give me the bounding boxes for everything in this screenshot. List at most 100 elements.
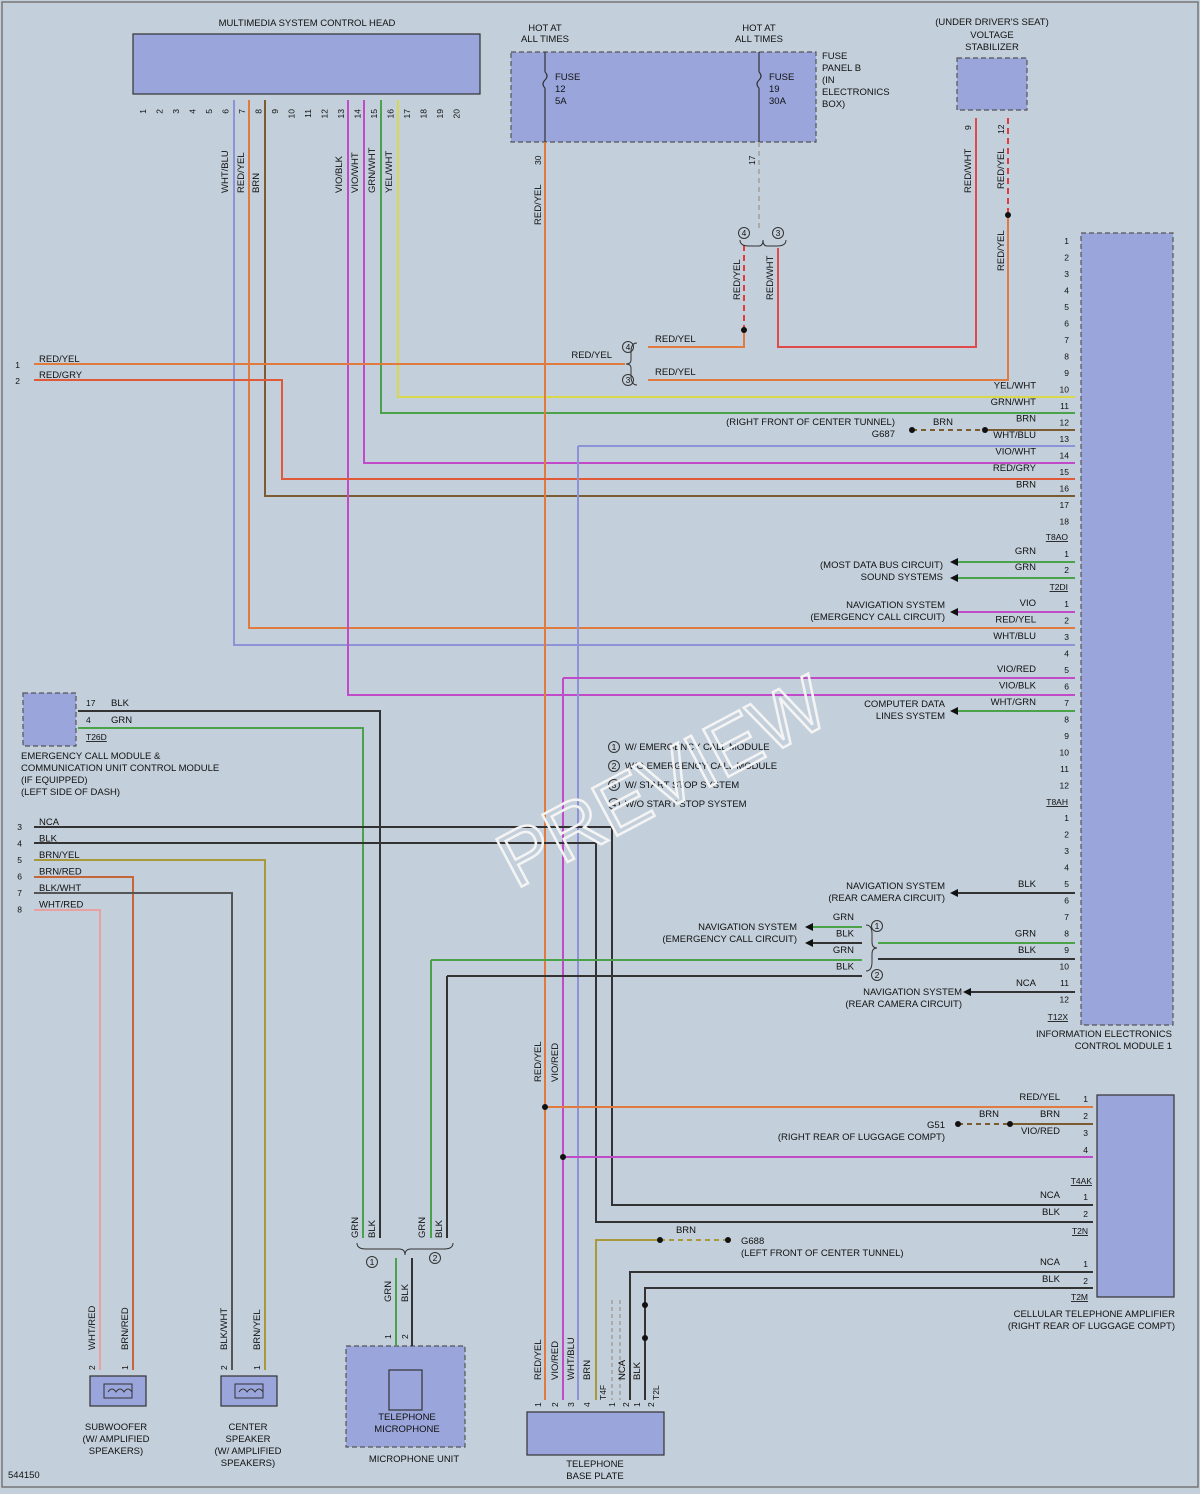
subwoofer-title-1: SUBWOOFER	[85, 1422, 147, 1433]
t8ah-pin-12: 12	[1060, 781, 1070, 791]
legend-text-2: W/O EMERGENCY CALL MODULE	[625, 761, 777, 772]
head-pin-5: 5	[204, 109, 214, 114]
wire-yel-wht	[397, 100, 1075, 398]
amp-t4ak-pin-3: 3	[1083, 1128, 1088, 1138]
stab-wire-12: RED/YEL	[996, 148, 1007, 189]
microphone-unit: TELEPHONE MICROPHONE MICROPHONE UNIT	[345, 1345, 466, 1465]
head-pin-18: 18	[419, 109, 429, 119]
iecm-pin-2: 2	[1064, 253, 1069, 263]
splice-label-mid: RED/YEL	[571, 350, 612, 361]
head-pin-3: 3	[171, 109, 181, 114]
fuse12-label: FUSE	[555, 72, 580, 83]
iecm-pin-5: 5	[1064, 302, 1069, 312]
fuse-panel-label-2: (IN	[822, 75, 835, 86]
callout-splice-4	[622, 341, 634, 353]
ecall-title-1: EMERGENCY CALL MODULE &	[21, 751, 161, 762]
head-pin-8: 8	[254, 109, 264, 114]
wire-vio-blk	[347, 100, 1075, 696]
control-head: MULTIMEDIA SYSTEM CONTROL HEAD	[132, 18, 481, 95]
legend-num-4	[608, 798, 620, 810]
t12x-nav-rear2-2: (REAR CAMERA CIRCUIT)	[845, 999, 962, 1010]
head-wire-9: BRN	[251, 173, 262, 193]
ecall-title-4: (LEFT SIDE OF DASH)	[21, 787, 120, 798]
fuse12-num: 12	[555, 84, 566, 95]
t8ah-nav-1: NAVIGATION SYSTEM	[846, 600, 945, 611]
base-pin-2: 3	[566, 1402, 576, 1407]
amp-t4ak-wire-3: VIO/RED	[1021, 1126, 1060, 1137]
subwoofer: SUBWOOFER (W/ AMPLIFIED SPEAKERS)	[82, 1375, 150, 1457]
head-pin-20: 20	[452, 109, 462, 119]
cell-amplifier: CELLULAR TELEPHONE AMPLIFIER (RIGHT REAR…	[1008, 1094, 1175, 1332]
fuse-wire-left: RED/YEL	[732, 259, 743, 300]
fuse-panel-label-4: BOX)	[822, 99, 845, 110]
callout-mic-2-num: 2	[433, 1253, 438, 1263]
callout-mic-1-num: 1	[370, 1257, 375, 1267]
callout-fuse-3	[772, 227, 784, 239]
head-pin-4: 4	[188, 109, 198, 114]
callout-fuse-4-num: 4	[742, 228, 747, 238]
head-pin-6: 6	[221, 109, 231, 114]
legend-num-3	[608, 779, 620, 791]
wire-brn-base	[595, 1239, 660, 1400]
t8ah-cdl-2: LINES SYSTEM	[876, 711, 945, 722]
vlabel-mic-l2: GRN	[417, 1217, 428, 1238]
iecm-title-2: CONTROL MODULE 1	[1075, 1041, 1172, 1052]
iecm-wire-13: WHT/BLU	[993, 430, 1036, 441]
wire-red-yel-head	[248, 100, 1075, 629]
iecm-wire-14: VIO/WHT	[995, 447, 1036, 458]
conn-t2l: T2L	[651, 1385, 661, 1400]
t12x-branch-0: GRN	[833, 912, 854, 923]
base-pin-1: 2	[550, 1402, 560, 1407]
hot-label-1b: ALL TIMES	[521, 34, 569, 45]
mic-pin-1: 1	[383, 1334, 393, 1339]
g688-wire: BRN	[676, 1225, 696, 1236]
left2-wire-8: WHT/RED	[39, 900, 83, 911]
wire-blk-4	[34, 842, 1093, 1223]
cs-pin-1: 1	[252, 1365, 262, 1370]
conn-t2dl: T2DI	[1050, 582, 1068, 592]
t2dl-wire-1: GRN	[1015, 546, 1036, 557]
base-title-2: BASE PLATE	[566, 1471, 623, 1482]
base-pin-3: 4	[582, 1402, 592, 1407]
fuse-panel-label-3: ELECTRONICS	[822, 87, 890, 98]
vlabel-base-up1: RED/YEL	[533, 1041, 544, 1082]
wire-vio-wht	[363, 100, 1075, 464]
vlabel-mic-in2: BLK	[400, 1283, 411, 1302]
t12x-pin-10: 10	[1060, 962, 1070, 972]
amp-t2n-pin-1: 1	[1083, 1192, 1088, 1202]
wire-red-gry	[34, 379, 1075, 480]
left-wire-2: RED/GRY	[39, 370, 83, 381]
t8ah-wire-7: WHT/GRN	[991, 697, 1037, 708]
wire-grn-mic	[430, 959, 862, 1238]
hot-label-2b: ALL TIMES	[735, 34, 783, 45]
head-wire-15: VIO/WHT	[350, 152, 361, 193]
callout-mic-2	[429, 1252, 441, 1264]
t8ah-pin-9: 9	[1064, 731, 1069, 741]
t8ah-wire-6: VIO/BLK	[999, 681, 1037, 692]
g51-wire: BRN	[979, 1109, 999, 1120]
fuse-pin-17: 17	[747, 155, 757, 165]
iecm-pin-12: 12	[1060, 418, 1070, 428]
amp-t4ak-pin-1: 1	[1083, 1094, 1088, 1104]
iecm-pin-16: 16	[1060, 484, 1070, 494]
vlabel-bp3: WHT/BLU	[566, 1337, 577, 1380]
legend-text-1: W/ EMERGENCY CALL MODULE	[625, 742, 770, 753]
stabilizer-note: (UNDER DRIVER'S SEAT)	[935, 17, 1049, 28]
conn-t2n: T2N	[1072, 1226, 1088, 1236]
cs-pin-2: 2	[219, 1365, 229, 1370]
vlabel-bp2: VIO/RED	[550, 1341, 561, 1380]
wire-wht-blu-13	[577, 445, 1075, 1400]
conn-t4f: T4F	[598, 1385, 608, 1400]
base-pin-4: 1	[607, 1402, 617, 1407]
callout-nav-1-num: 1	[875, 921, 880, 931]
amp-t4ak-wire-2: BRN	[1040, 1109, 1060, 1120]
t12x-wire-8: GRN	[1015, 929, 1036, 940]
fuse-pin-30: 30	[533, 155, 543, 165]
iecm-pin-8: 8	[1064, 352, 1069, 362]
callout-splice-4-num: 4	[626, 342, 631, 352]
iecm-pin-18: 18	[1060, 517, 1070, 527]
iecm-pin-3: 3	[1064, 269, 1069, 279]
center-title-3: (W/ AMPLIFIED	[214, 1446, 281, 1457]
